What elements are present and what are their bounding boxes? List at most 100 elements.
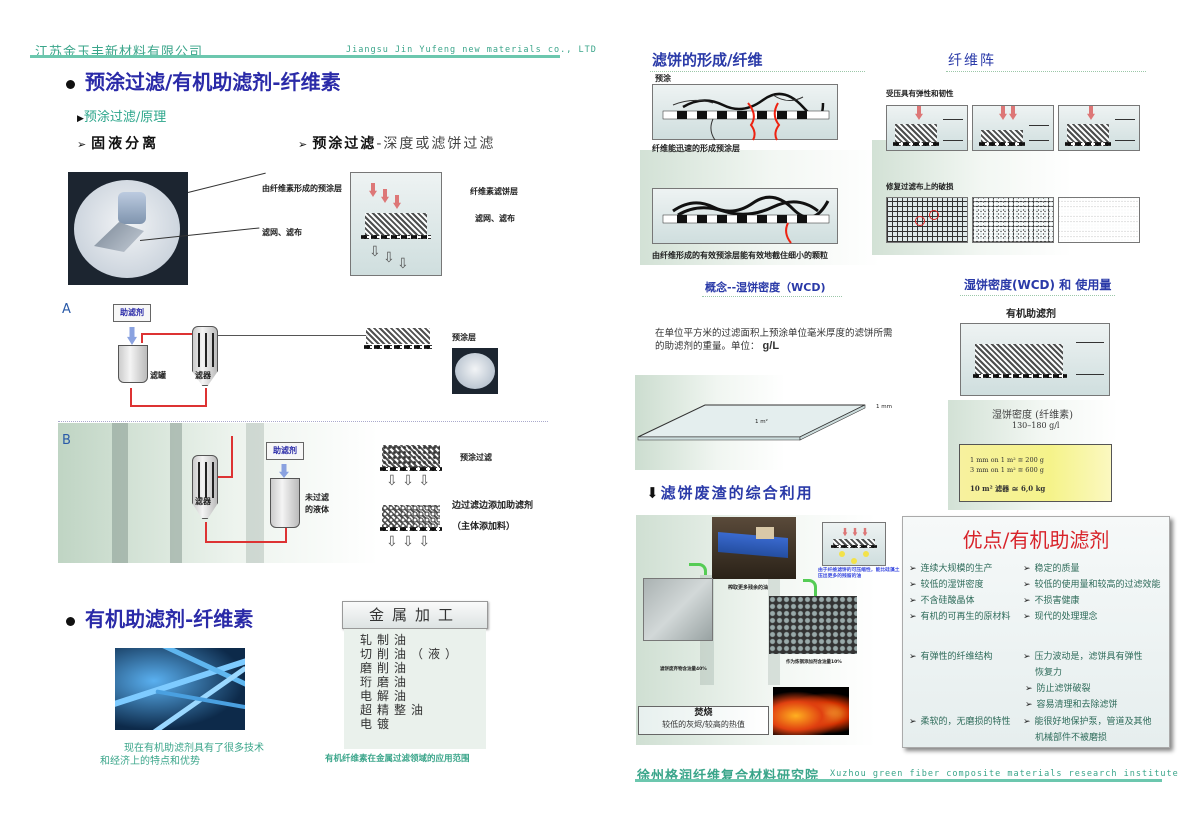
tank-label-a: 滤罐 <box>150 371 166 380</box>
list-item: ➢不损害健康 <box>1023 596 1080 606</box>
list-item: ➢柔软的，无磨损的特性 <box>909 717 1011 727</box>
tank-a <box>118 345 148 383</box>
arrow-bullet-icon: ➢ <box>298 138 308 151</box>
precoat-photo <box>452 348 498 394</box>
wcd-concept-text: 在单位平方米的过滤面积上预涂单位毫米厚度的滤饼所需的助滤剂的重量。单位： g/L <box>655 328 893 352</box>
list-item: 珩磨油 <box>360 675 412 689</box>
fiber-matrix-label-2: 修复过滤布上的破损 <box>886 182 954 191</box>
list-item: 电镀 <box>360 717 395 731</box>
list-item: ➢压力波动是，滤饼具有弹性 <box>1023 652 1143 662</box>
list-item: 电解油 <box>360 689 412 703</box>
compression-diagram <box>822 522 886 566</box>
photo-label-precoat: 由纤维素形成的预涂层 <box>262 184 342 193</box>
advantages-title: 优点/有机助滤剂 <box>962 528 1110 552</box>
compression-panel-1 <box>886 105 968 151</box>
cake-formation-title: 滤饼的形成/纤维 <box>652 51 763 69</box>
point-precoat: ➢ 预涂过滤-深度或滤饼过滤 <box>298 136 496 152</box>
connector-line <box>218 335 368 336</box>
list-item: ➢有机的可再生的原材料 <box>909 612 1011 622</box>
institute-name-en: Xuzhou green fiber composite materials r… <box>830 769 1179 779</box>
section-title: 预涂过滤/有机助滤剂-纤维素 <box>66 66 341 95</box>
density-label: 湿饼密度 (纤维素) <box>992 410 1073 421</box>
fiber-precoat-diagram-2 <box>652 188 838 244</box>
down-arrow-icon: ⇩ ⇩ ⇩ <box>386 534 431 550</box>
fiber-precoat-diagram-1 <box>652 84 838 141</box>
metal-box-list: 轧制油 切削油（液） 磨削油 珩磨油 电解油 超精整油 电镀 <box>344 629 486 749</box>
list-item: 磨削油 <box>360 661 412 675</box>
list-item: ➢有弹性的纤维结构 <box>909 652 993 662</box>
plate-diagram <box>637 404 866 441</box>
advantages-right-col: ➢稳定的质量 ➢较低的使用量和较高的过滤效能 ➢不损害健康 ➢现代的处理理念 <box>1023 561 1169 625</box>
cake-caption-2: 由纤维形成的有效预涂层能有效地截住细小的颗粒 <box>652 251 828 260</box>
compression-panel-2 <box>972 105 1054 151</box>
briquette-caption: 作为炼钢添加剂含油量10% <box>786 660 842 665</box>
arrow-bullet-icon: ➢ <box>77 138 87 151</box>
precoat-layer-sample <box>366 328 430 344</box>
triangle-bullet-icon: ▶ <box>77 114 84 124</box>
incineration-box: 焚烧 较低的灰烬/较高的热值 <box>638 706 769 735</box>
compression-panel-3 <box>1058 105 1140 151</box>
cake-caption-1: 纤维能迅速的形成预涂层 <box>652 144 740 153</box>
down-arrow-icon: ⬇ <box>646 484 661 502</box>
precoat-filtration-diagram <box>382 445 440 467</box>
list-item: 轧制油 <box>360 633 412 647</box>
usage-box: 1 mm on 1 m² ≅ 200 g 3 mm on 1 m² ≅ 600 … <box>959 444 1112 502</box>
compression-note: 由于纤维滤饼的可压缩性，能比硅藻土压出更多的残留的油 <box>818 568 900 579</box>
precoat-label: 预涂 <box>655 74 671 83</box>
subtitle: ▶预涂过滤/原理 <box>77 110 167 125</box>
filter-aid-box-a: 助滤剂 <box>113 304 151 322</box>
precoat-label: 预涂层 <box>452 333 476 342</box>
list-item: ➢能很好地保护泵，管道及其他 <box>1023 717 1152 727</box>
fiber-matrix-title: 纤维阵 <box>948 53 996 69</box>
list-item-cont: 恢复力 <box>1035 668 1063 678</box>
waste-title: ⬇滤饼废渣的综合利用 <box>646 484 814 502</box>
tank-b <box>270 478 300 528</box>
plate-thickness-label: 1 mm <box>876 404 892 410</box>
list-item: ➢现代的处理理念 <box>1023 612 1098 622</box>
leader-line <box>187 172 266 193</box>
photo-label-mesh: 滤网、滤布 <box>262 228 302 237</box>
section2-title: 有机助滤剂-纤维素 <box>66 603 253 632</box>
curved-arrow-icon <box>803 579 817 597</box>
briquette-photo <box>769 596 857 654</box>
wcd-concept-title: 概念--湿饼密度（WCD) <box>705 281 826 294</box>
filter-label-a: 滤器 <box>195 371 211 380</box>
metal-box-title: 金属加工 <box>342 601 488 629</box>
precoat-diagram: ⇩ ⇩ ⇩ <box>350 172 442 276</box>
list-item: ➢防止滤饼破裂 <box>1025 684 1091 694</box>
header-rule <box>30 55 560 58</box>
diagram-label-mesh: 滤网、滤布 <box>475 214 515 223</box>
list-item: 切削油（液） <box>360 647 463 661</box>
advantages-panel: 优点/有机助滤剂 ➢连续大规模的生产 ➢较低的湿饼密度 ➢不含硅酸晶体 ➢有机的… <box>902 516 1170 748</box>
press-machine-photo <box>712 517 796 579</box>
down-arrow-icon: ⇩ ⇩ ⇩ <box>386 473 431 489</box>
filter-label-b: 滤器 <box>195 497 211 506</box>
body-feed-diagram <box>382 505 440 527</box>
section-divider <box>58 421 548 422</box>
filter-disc-photo <box>68 172 188 285</box>
down-arrow-icon <box>127 327 137 345</box>
body-feed-label: 边过滤边添加助滤剂 <box>452 501 534 511</box>
fire-photo <box>773 687 849 735</box>
usage-total: 10 m² 滤器 ≅ 6,0 kg <box>970 484 1046 493</box>
usage-line: 3 mm on 1 m² ≅ 600 g <box>970 466 1044 474</box>
list-item-cont: 机械部件不被磨损 <box>1035 733 1108 743</box>
point-solid-liquid: ➢ 固液分离 <box>77 136 160 152</box>
fiber-matrix-label-1: 受压具有弹性和韧性 <box>886 89 954 98</box>
bullet-icon <box>66 617 75 626</box>
waste-caption: 滤饼废弃物含油量40% <box>660 667 707 672</box>
wcd-usage-subtitle: 有机助滤剂 <box>1006 309 1056 320</box>
density-range: 130–180 g/l <box>1012 421 1060 430</box>
list-item: ➢较低的使用量和较高的过滤效能 <box>1023 580 1161 590</box>
wcd-cake-diagram <box>960 323 1110 396</box>
filter-vessel-b <box>192 455 218 519</box>
repair-panel-2 <box>972 197 1054 243</box>
unfiltered-label: 未过滤的液体 <box>305 493 329 514</box>
incineration-title: 焚烧 <box>694 708 713 718</box>
precoat-filtration-label: 预涂过滤 <box>460 453 492 462</box>
repair-panel-3 <box>1058 197 1140 243</box>
footer-rule <box>635 779 1162 782</box>
plate-area-label: 1 m² <box>755 419 768 425</box>
diagram-b-label: B <box>62 433 71 448</box>
press-caption: 榨取更多残余的油 <box>728 585 769 591</box>
